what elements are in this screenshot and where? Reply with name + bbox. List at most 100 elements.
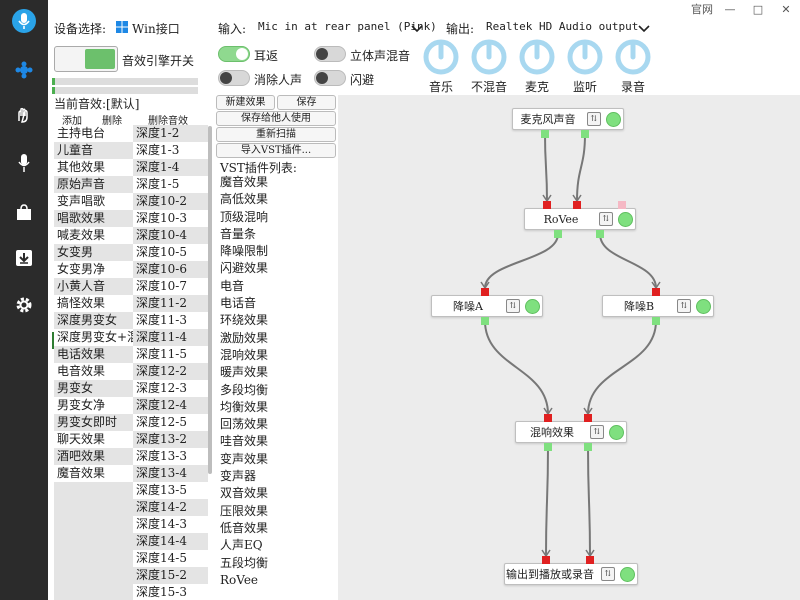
device-value[interactable]: Win接口	[132, 22, 180, 36]
vst-list-item[interactable]: RoVee	[220, 572, 259, 587]
node-enable-toggle[interactable]	[606, 112, 621, 127]
input-port[interactable]	[543, 201, 551, 209]
vst-list-item[interactable]: 五段均衡	[220, 555, 269, 570]
node-settings-icon[interactable]: ⇅	[590, 425, 604, 439]
rescan-button[interactable]: 重新扫描	[216, 127, 336, 142]
vst-list-item[interactable]: 顶级混响	[220, 209, 269, 224]
minimize-button[interactable]: —	[724, 3, 736, 16]
vst-list-item[interactable]: 电话音	[220, 296, 257, 311]
close-button[interactable]: ✕	[781, 3, 791, 16]
graph-node-reverb[interactable]: 混响效果⇅	[515, 421, 627, 443]
graph-node-denoise_b[interactable]: 降噪B⇅	[602, 295, 714, 317]
vst-list-item[interactable]: 双音效果	[220, 486, 269, 501]
vst-list-item[interactable]: 低音效果	[220, 520, 269, 535]
depth-list-item[interactable]: 深度10-3	[133, 210, 208, 227]
depth-list-item[interactable]: 深度10-5	[133, 244, 208, 261]
official-site-link[interactable]: 官网	[691, 3, 713, 16]
input-port[interactable]	[573, 201, 581, 209]
input-chevron-down-icon[interactable]	[411, 22, 423, 36]
output-chevron-down-icon[interactable]	[638, 22, 650, 36]
effect-list-item[interactable]: 儿童音	[54, 142, 133, 159]
toggle-vocal-remove[interactable]	[218, 70, 250, 86]
output-port[interactable]	[544, 443, 552, 451]
vst-list-item[interactable]: 哇音效果	[220, 434, 269, 449]
vst-list-item[interactable]: 电音	[220, 278, 245, 293]
effect-list-item[interactable]: 小黄人音	[54, 278, 133, 295]
add-button[interactable]: 添加	[62, 116, 82, 127]
vst-list-item[interactable]: 闪避效果	[220, 261, 269, 276]
depth-list-item[interactable]: 深度11-5	[133, 346, 208, 363]
depth-list-item[interactable]: 深度15-3	[133, 584, 208, 600]
effect-list-item[interactable]: 原始声音	[54, 176, 133, 193]
vst-list-item[interactable]: 混响效果	[220, 347, 269, 362]
node-settings-icon[interactable]: ⇅	[506, 299, 520, 313]
effect-list-item[interactable]: 深度男变女+混响	[54, 329, 133, 346]
download-icon[interactable]	[0, 243, 48, 273]
graph-node-mic[interactable]: 麦克风声音⇅	[512, 108, 624, 130]
vst-list-item[interactable]: 高低效果	[220, 192, 269, 207]
vst-list-item[interactable]: 均衡效果	[220, 399, 269, 414]
input-port[interactable]	[544, 414, 552, 422]
depth-list-item[interactable]: 深度12-4	[133, 397, 208, 414]
vst-list-item[interactable]: 环绕效果	[220, 313, 269, 328]
node-enable-toggle[interactable]	[620, 567, 635, 582]
node-settings-icon[interactable]: ⇅	[677, 299, 691, 313]
effect-list-item[interactable]: 变声唱歌	[54, 193, 133, 210]
graph-node-output[interactable]: 输出到播放或录音⇅	[504, 563, 638, 585]
output-port[interactable]	[584, 443, 592, 451]
engine-switch[interactable]	[54, 46, 118, 72]
save-button[interactable]: 保存	[277, 95, 336, 110]
hand-wave-icon[interactable]	[0, 100, 48, 130]
vst-list-item[interactable]: 降噪限制	[220, 244, 269, 259]
input-port[interactable]	[481, 288, 489, 296]
depth-list-item[interactable]: 深度13-3	[133, 448, 208, 465]
output-port[interactable]	[581, 130, 589, 138]
depth-list-item[interactable]: 深度11-4	[133, 329, 208, 346]
vst-list-item[interactable]: 压限效果	[220, 503, 269, 518]
depth-list-item[interactable]: 深度13-5	[133, 482, 208, 499]
effect-list-item[interactable]: 搞怪效果	[54, 295, 133, 312]
node-settings-icon[interactable]: ⇅	[601, 567, 615, 581]
node-enable-toggle[interactable]	[618, 212, 633, 227]
depth-list-item[interactable]: 深度13-4	[133, 465, 208, 482]
effect-list-item[interactable]: 主持电台	[54, 125, 133, 142]
depth-list-item[interactable]: 深度10-7	[133, 278, 208, 295]
vst-list-item[interactable]: 变声效果	[220, 451, 269, 466]
depth-list-item[interactable]: 深度14-5	[133, 550, 208, 567]
effect-list-item[interactable]: 男变女净	[54, 397, 133, 414]
depth-list-item[interactable]: 深度1-2	[133, 125, 208, 142]
toggle-ducking[interactable]	[314, 70, 346, 86]
mic-icon[interactable]	[0, 148, 48, 178]
node-enable-toggle[interactable]	[609, 425, 624, 440]
output-select[interactable]: Realtek HD Audio output	[486, 20, 639, 33]
graph-node-denoise_a[interactable]: 降噪A⇅	[431, 295, 543, 317]
effect-list-item[interactable]: 喊麦效果	[54, 227, 133, 244]
delete-button[interactable]: 删除	[102, 116, 122, 127]
import-vst-button[interactable]: 导入VST插件...	[216, 143, 336, 158]
graph-node-rovee[interactable]: RoVee⇅	[524, 208, 636, 230]
volume-dial-0[interactable]	[422, 38, 460, 76]
depth-list-item[interactable]: 深度15-2	[133, 567, 208, 584]
input-port[interactable]	[652, 288, 660, 296]
vst-list-item[interactable]: 音量条	[220, 226, 257, 241]
output-port[interactable]	[541, 130, 549, 138]
effect-list-item[interactable]: 深度男变女	[54, 312, 133, 329]
maximize-button[interactable]: □	[752, 3, 764, 16]
output-port[interactable]	[652, 317, 660, 325]
effect-list-item[interactable]: 女变男	[54, 244, 133, 261]
toggle-stereo-mix[interactable]	[314, 46, 346, 62]
depth-list-scrollbar[interactable]	[208, 126, 212, 474]
effect-list-item[interactable]: 女变男净	[54, 261, 133, 278]
volume-dial-2[interactable]	[518, 38, 556, 76]
gear-flower-icon[interactable]	[0, 55, 48, 85]
depth-list-item[interactable]: 深度1-4	[133, 159, 208, 176]
effect-list-item[interactable]: 男变女即时	[54, 414, 133, 431]
effect-list-item[interactable]: 唱歌效果	[54, 210, 133, 227]
effect-graph-canvas[interactable]: 麦克风声音⇅ RoVee⇅ 降噪A⇅ 降噪B⇅ 混响效果⇅ 输出到播放或录音⇅	[338, 95, 800, 600]
vst-list-item[interactable]: 多段均衡	[220, 382, 269, 397]
vst-list-item[interactable]: 变声器	[220, 469, 257, 484]
depth-list-item[interactable]: 深度13-2	[133, 431, 208, 448]
effect-list-item[interactable]: 酒吧效果	[54, 448, 133, 465]
node-enable-toggle[interactable]	[696, 299, 711, 314]
depth-list-item[interactable]: 深度14-2	[133, 499, 208, 516]
